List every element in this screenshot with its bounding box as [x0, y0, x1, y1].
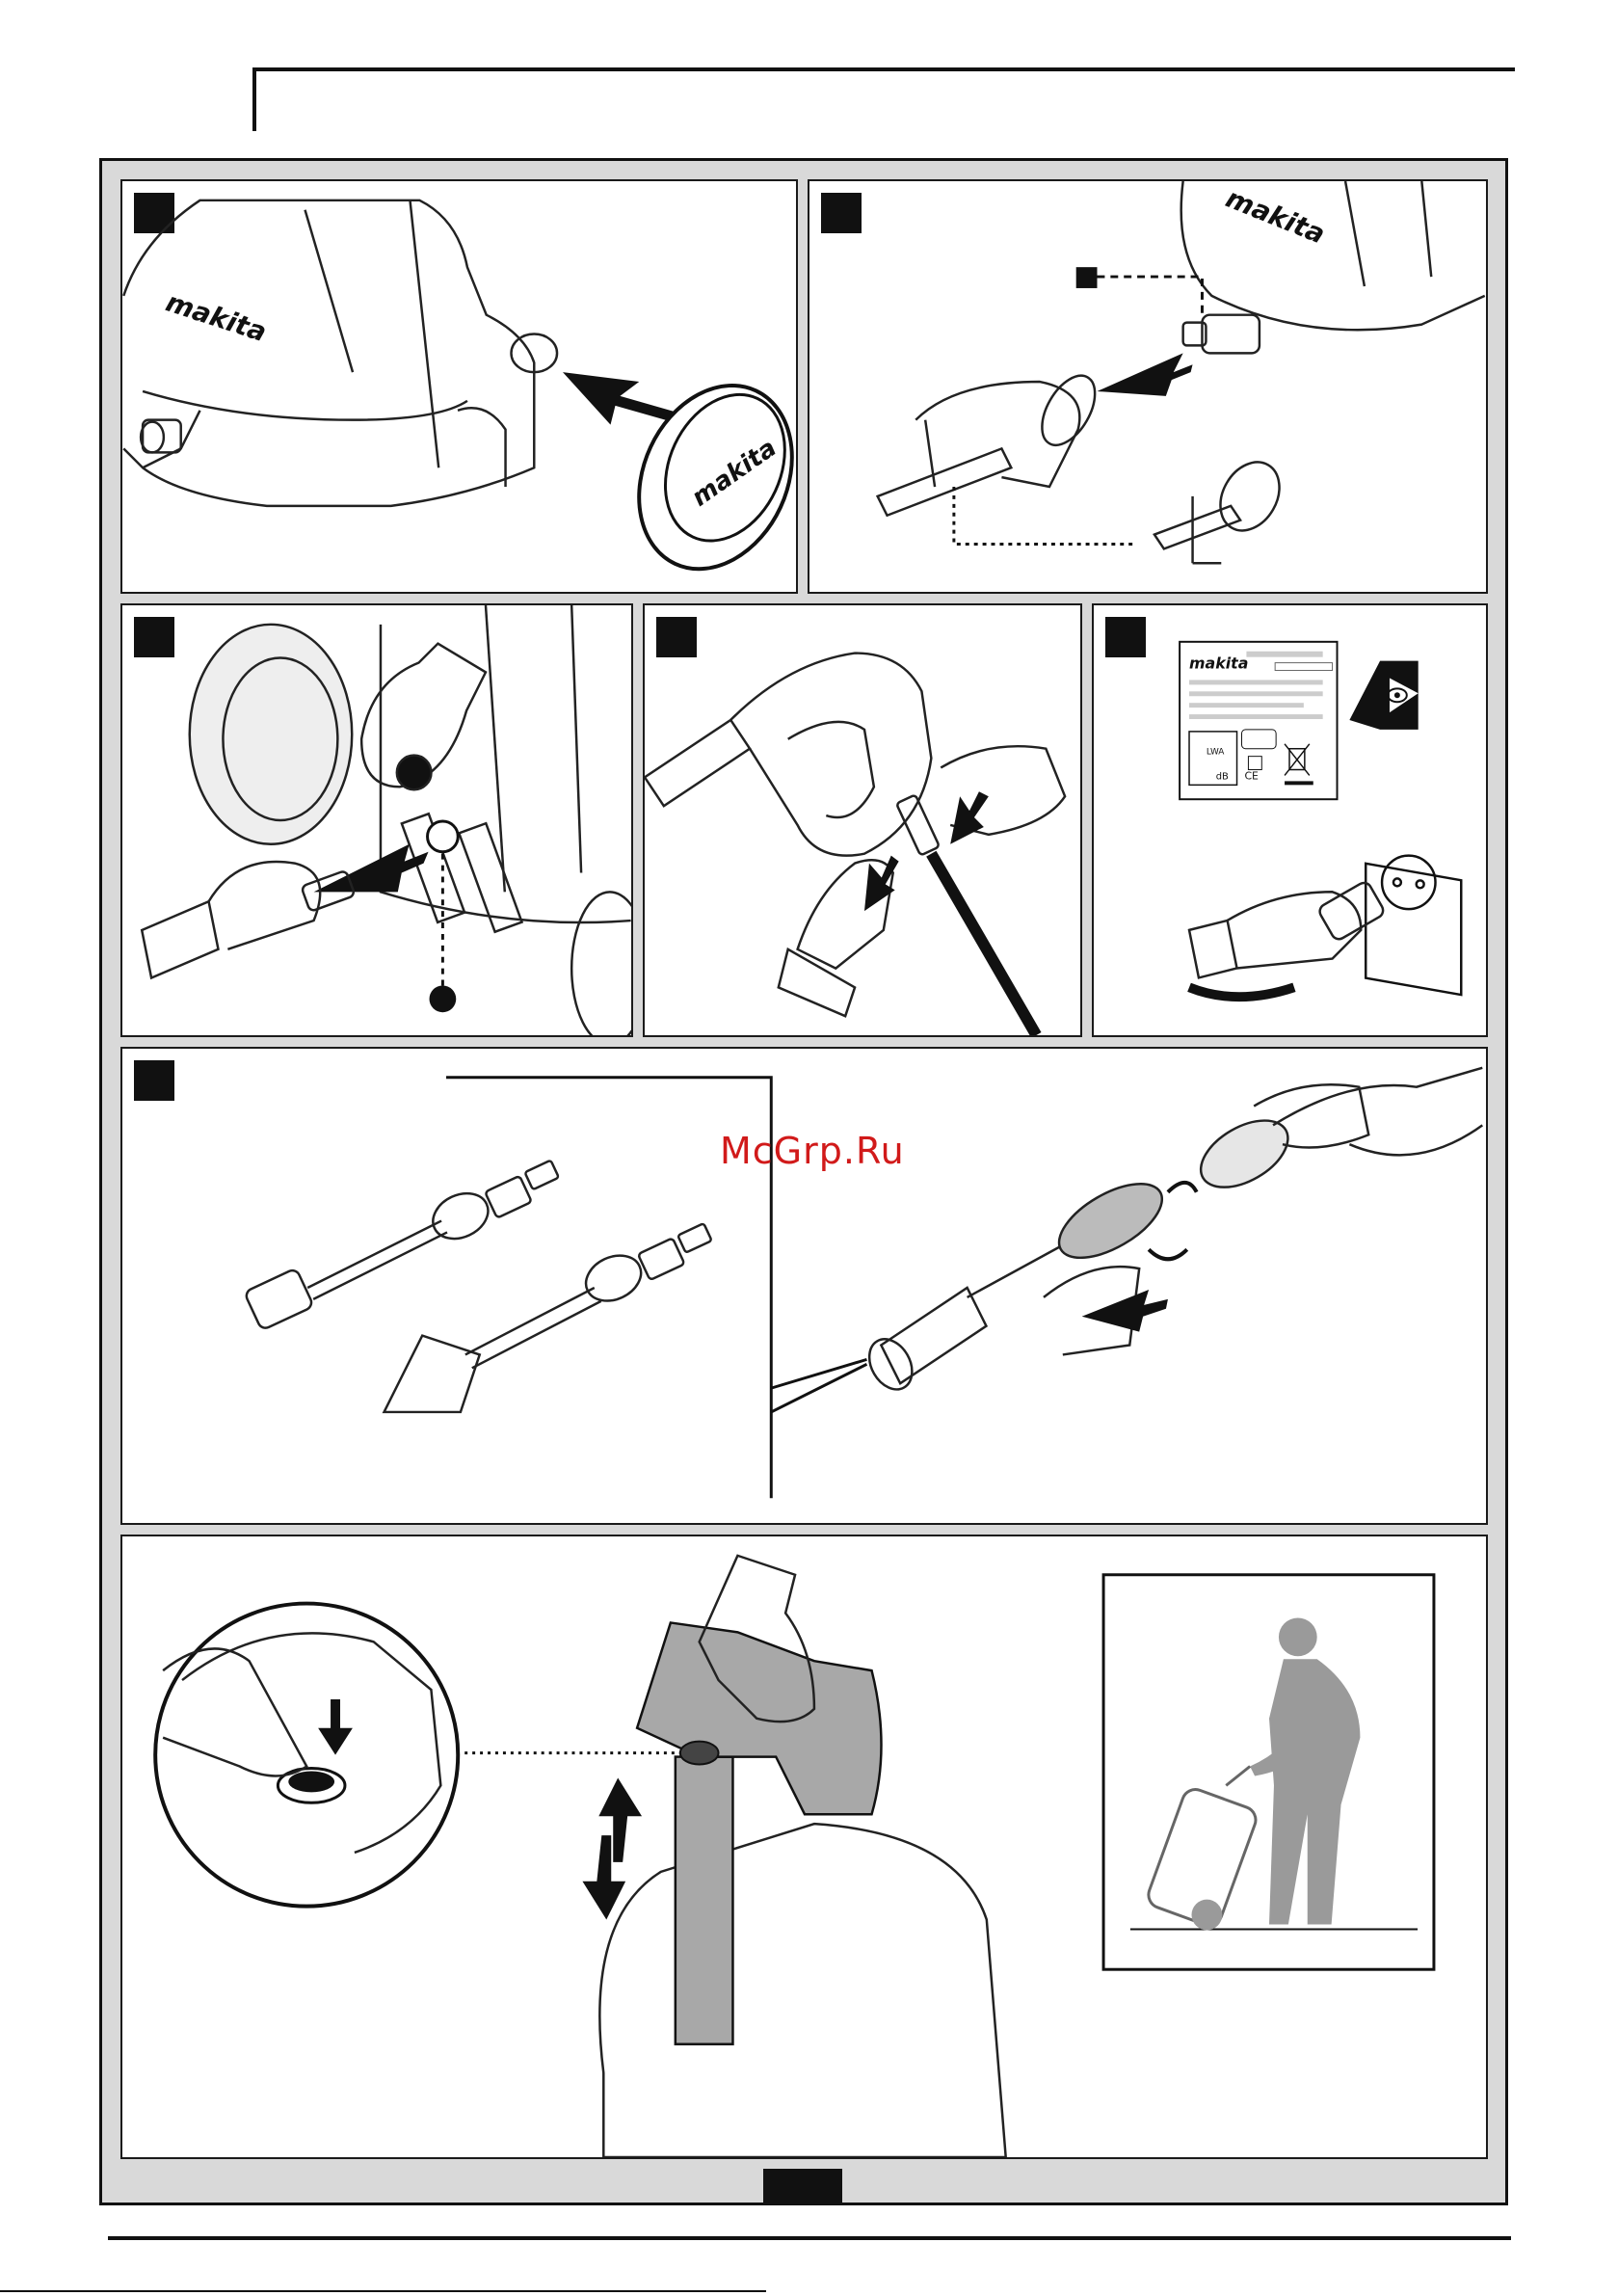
arrow-icon [1097, 353, 1192, 396]
outlet-port-icon [428, 821, 459, 852]
arrow-icon [864, 856, 899, 911]
rotate-arrow-icon [1149, 1249, 1187, 1259]
panel-step-1: makita makita [120, 179, 798, 594]
spray-gun-icon [645, 654, 931, 856]
ergonomics-box [1103, 1575, 1434, 1969]
rotary-nozzle-lance-icon [385, 1223, 712, 1412]
illustration-hose-connection: makita [809, 181, 1486, 592]
panel-step-7 [120, 1535, 1488, 2159]
rotate-arrow-icon [1168, 1183, 1197, 1192]
illustration-label-and-plug: makita LWA dB CE [1094, 605, 1486, 1035]
wall-socket-icon [1366, 856, 1461, 995]
callout-marker [1076, 267, 1098, 288]
detail-magnifier [155, 1604, 458, 1907]
hand-with-plug-icon [1189, 880, 1386, 997]
machine-handle-icon [599, 1622, 1005, 2157]
outlet-cap-icon: makita [610, 360, 796, 592]
hand-with-hose-icon [878, 367, 1106, 516]
svg-text:makita: makita [1189, 654, 1248, 673]
panel-step-3 [120, 603, 633, 1037]
rating-plate: makita LWA dB CE [1180, 642, 1337, 799]
read-manual-eye-icon [1349, 661, 1418, 730]
illustration-gun-hose-attach [122, 605, 631, 1035]
illustration-lance-insert [645, 605, 1080, 1035]
nozzle-assembly-icon [861, 1068, 1482, 1397]
panel-step-4 [643, 603, 1082, 1037]
illustration-cap-removal: makita makita [122, 181, 796, 592]
hose-coupling-icon [1183, 315, 1260, 354]
makita-logo: makita [1222, 182, 1330, 251]
svg-text:dB: dB [1216, 771, 1229, 782]
page-number-tab [763, 2169, 842, 2205]
watermark-text: McGrp.Ru [720, 1130, 913, 1172]
svg-text:CE: CE [1244, 769, 1259, 782]
svg-text:LWA: LWA [1207, 748, 1225, 758]
adjustable-nozzle-lance-icon [244, 1161, 559, 1331]
illustration-nozzles [122, 1049, 1486, 1523]
hand-with-connector-icon [142, 862, 355, 978]
makita-logo: makita [162, 286, 270, 349]
callout-marker [430, 985, 457, 1012]
arrow-icon [950, 791, 989, 844]
footer-rule-thin [0, 2290, 766, 2292]
illustration-handle-adjust [122, 1536, 1486, 2157]
header-vertical-rule [252, 67, 256, 131]
panel-step-5: makita LWA dB CE [1092, 603, 1488, 1037]
hose-detail-icon [1154, 451, 1291, 563]
footer-rule [108, 2236, 1511, 2240]
header-horizontal-rule [252, 67, 1515, 71]
panel-step-2: makita [808, 179, 1488, 594]
panel-step-6 [120, 1047, 1488, 1525]
arrow-icon [1082, 1290, 1168, 1332]
